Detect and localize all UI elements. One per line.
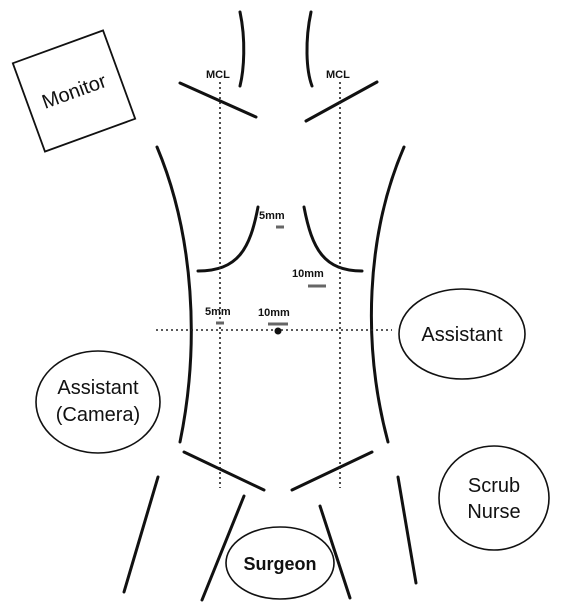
- torso-left-line: [157, 147, 191, 442]
- inguinal-right-line: [292, 452, 372, 490]
- surgeon-label: Surgeon: [243, 554, 316, 574]
- costal-margin-left: [198, 207, 258, 271]
- neck-left-line: [240, 12, 244, 86]
- monitor: Monitor: [13, 30, 135, 151]
- umbilicus-dot: [275, 328, 282, 335]
- port-10mm-center-label: 10mm: [258, 307, 290, 319]
- leg-outer-right-line: [398, 477, 416, 583]
- shoulder-right-line: [306, 82, 377, 121]
- neck-right-line: [307, 12, 312, 86]
- shoulder-left-line: [180, 83, 256, 117]
- scrub-nurse-label-line2: Nurse: [467, 501, 520, 523]
- mcl-left-label: MCL: [206, 69, 230, 81]
- port-10mm-right-label: 10mm: [292, 268, 324, 280]
- scrub-nurse-label-line1: Scrub: [468, 475, 520, 497]
- assistant-right-label: Assistant: [421, 324, 503, 346]
- assistant-camera-label-line1: Assistant: [57, 377, 139, 399]
- port-5mm-left-label: 5mm: [205, 306, 231, 318]
- scrub-nurse-ellipse: [439, 446, 549, 550]
- assistant-camera-label-line2: (Camera): [56, 404, 140, 426]
- assistant-camera-ellipse: [36, 351, 160, 453]
- inguinal-left-line: [184, 452, 264, 490]
- torso-right-line: [371, 147, 404, 442]
- mcl-right-label: MCL: [326, 69, 350, 81]
- port-5mm-top-label: 5mm: [259, 210, 285, 222]
- costal-margin-right: [304, 207, 362, 271]
- leg-outer-left-line: [124, 477, 158, 592]
